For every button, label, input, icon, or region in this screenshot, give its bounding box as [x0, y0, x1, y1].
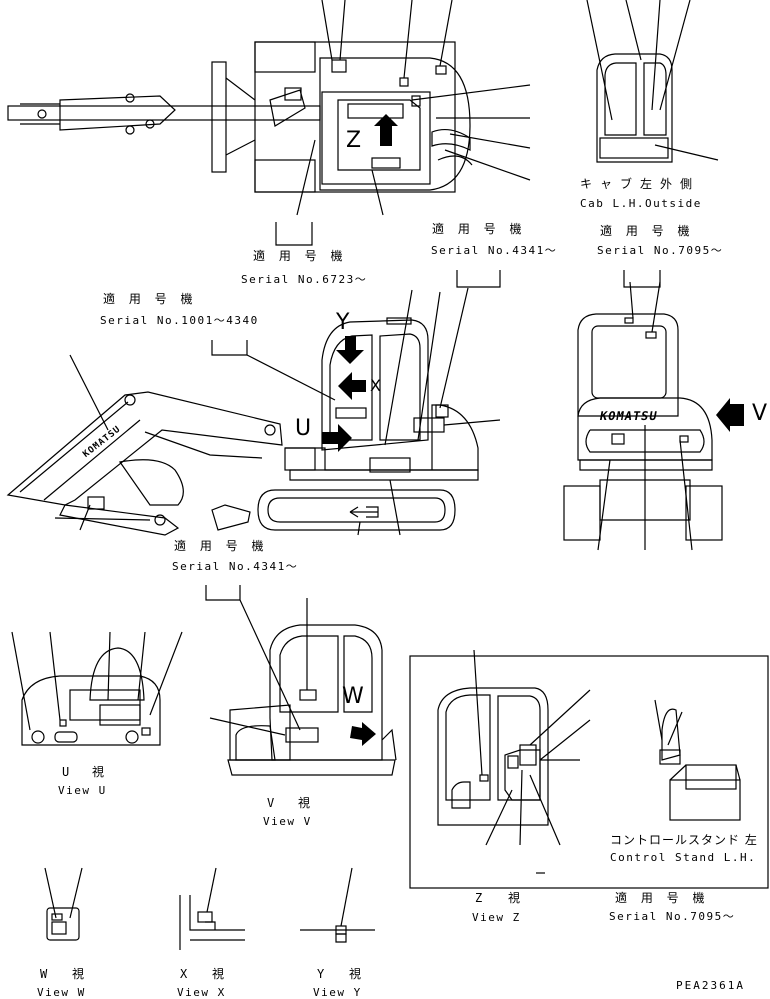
view-w-drawing	[44, 867, 83, 941]
view-u-jp: 視	[92, 765, 106, 779]
arrow-w-icon	[350, 722, 376, 746]
view-u-letter: U	[62, 765, 71, 779]
arrow-v-icon	[716, 398, 744, 432]
view-z-letter: Z	[475, 891, 484, 905]
view-u-caption: View U	[58, 784, 107, 797]
arrow-u-icon	[322, 424, 352, 452]
serial-jp-label: 適 用 号 機	[103, 292, 198, 306]
view-z-jp: 視	[508, 891, 522, 905]
view-w-jp: 視	[72, 967, 86, 981]
serial-jp-label: 適 用 号 機	[432, 222, 527, 236]
view-y-jp: 視	[349, 967, 363, 981]
arrow-letter-u: U	[295, 416, 312, 441]
arrow-letter-v: V	[752, 401, 768, 426]
serial-jp-label: 適 用 号 機	[615, 891, 710, 905]
view-z-caption: View Z	[472, 911, 521, 924]
serial-1001-4340: Serial No.1001～4340	[100, 314, 259, 327]
serial-bracket	[456, 270, 501, 288]
view-x-drawing	[179, 867, 245, 950]
serial-jp-label: 適 用 号 機	[253, 249, 348, 263]
top-view-machine	[7, 0, 531, 246]
arrow-letter-y: Y	[336, 310, 350, 335]
serial-jp-label: 適 用 号 機	[174, 539, 269, 553]
cab-lh-jp-caption: キャブ左外側	[580, 177, 701, 191]
view-v-jp: 視	[298, 796, 312, 810]
rear-view-machine	[563, 281, 723, 551]
control-stand-en-caption: Control Stand L.H.	[610, 851, 757, 864]
view-v-drawing	[209, 598, 397, 776]
brand-rear-text: KOMATSU	[598, 409, 659, 423]
view-y-caption: View Y	[313, 986, 362, 999]
serial-4341-mid: Serial No.4341～	[172, 560, 299, 573]
control-stand-jp-caption: コントロールスタンド 左	[610, 833, 758, 847]
view-z-frame	[409, 655, 769, 889]
serial-7095-top: Serial No.7095～	[597, 244, 724, 257]
cab-lh-outside-drawing	[586, 0, 719, 163]
view-w-letter: W	[40, 967, 49, 981]
view-u-drawing	[11, 631, 183, 746]
serial-7095-bottom: Serial No.7095～	[609, 910, 736, 923]
serial-jp-label: 適 用 号 機	[600, 224, 695, 238]
cab-lh-en-caption: Cab L.H.Outside	[580, 197, 702, 210]
arrow-letter-x: X	[370, 376, 381, 395]
serial-6723: Serial No.6723～	[241, 273, 368, 286]
view-w-caption: View W	[37, 986, 86, 999]
serial-bracket	[623, 270, 661, 288]
view-z-drawing	[437, 649, 741, 874]
view-v-letter: V	[267, 796, 276, 810]
view-v-caption: View V	[263, 815, 312, 828]
serial-4341-top: Serial No.4341～	[431, 244, 558, 257]
view-x-letter: X	[180, 967, 189, 981]
view-y-drawing	[300, 867, 375, 943]
view-x-jp: 視	[212, 967, 226, 981]
arrow-x-icon	[338, 372, 366, 400]
view-y-letter: Y	[317, 967, 326, 981]
side-view-machine	[6, 287, 501, 731]
figure-code: PEA2361A	[676, 979, 745, 992]
view-x-caption: View X	[177, 986, 226, 999]
arrow-letter-w: W	[342, 684, 364, 709]
arrow-y-icon	[336, 336, 364, 364]
arrow-letter-z: Z	[346, 128, 362, 153]
